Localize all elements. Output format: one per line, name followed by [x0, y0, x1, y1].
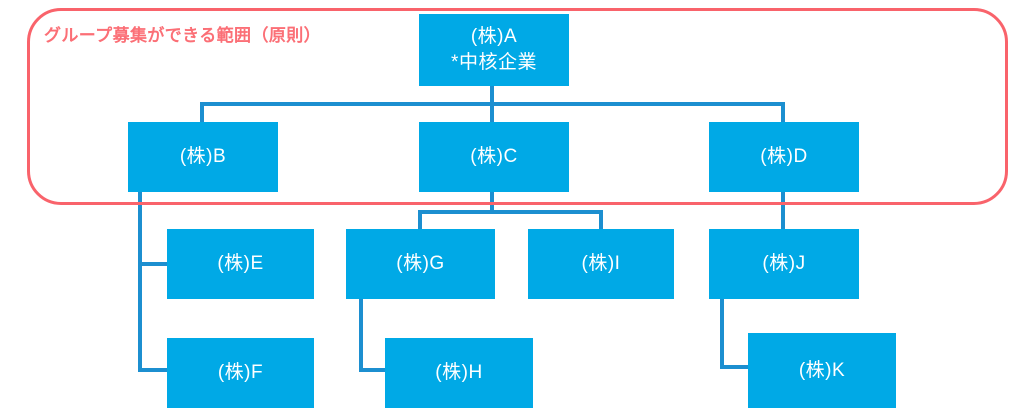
node-b[interactable]: (株)B [128, 122, 278, 192]
connector-c-down [490, 102, 494, 124]
node-k-title: (株)K [798, 359, 846, 381]
node-b-title: (株)B [179, 146, 227, 168]
connector-i-down [599, 210, 603, 230]
node-a[interactable]: (株)A *中核企業 [419, 14, 569, 86]
connector-h-in [359, 368, 387, 372]
node-k[interactable]: (株)K [748, 333, 896, 408]
connector-j-rail [720, 299, 724, 369]
connector-e-in [138, 262, 169, 266]
node-a-title: (株)A [470, 26, 518, 48]
node-j[interactable]: (株)J [709, 229, 859, 299]
node-a-subtitle: *中核企業 [451, 52, 537, 73]
connector-g-down [418, 210, 422, 230]
connector-k-in [720, 365, 750, 369]
connector-d-down [781, 102, 785, 124]
node-i-title: (株)I [581, 253, 621, 275]
node-i[interactable]: (株)I [528, 229, 674, 299]
node-e[interactable]: (株)E [167, 229, 314, 299]
node-h[interactable]: (株)H [385, 338, 533, 408]
node-e-title: (株)E [217, 253, 264, 275]
connector-b-rail [138, 192, 142, 372]
connector-gi-bar [418, 210, 603, 214]
node-c[interactable]: (株)C [419, 122, 569, 192]
connector-d-down2 [781, 192, 785, 230]
node-f-title: (株)F [217, 362, 264, 384]
connector-f-in [138, 368, 169, 372]
node-d-title: (株)D [760, 146, 808, 168]
scope-label: グループ募集ができる範囲（原則） [44, 26, 322, 45]
node-j-title: (株)J [762, 253, 806, 275]
node-f[interactable]: (株)F [167, 338, 314, 408]
connector-b-down [200, 102, 204, 124]
node-g-title: (株)G [396, 253, 445, 275]
connector-g-rail [359, 299, 363, 372]
node-h-title: (株)H [435, 362, 483, 384]
node-c-title: (株)C [470, 146, 518, 168]
node-g[interactable]: (株)G [346, 229, 495, 299]
connector-a-down [490, 86, 494, 104]
node-d[interactable]: (株)D [709, 122, 859, 192]
scope-boundary [27, 8, 1008, 205]
